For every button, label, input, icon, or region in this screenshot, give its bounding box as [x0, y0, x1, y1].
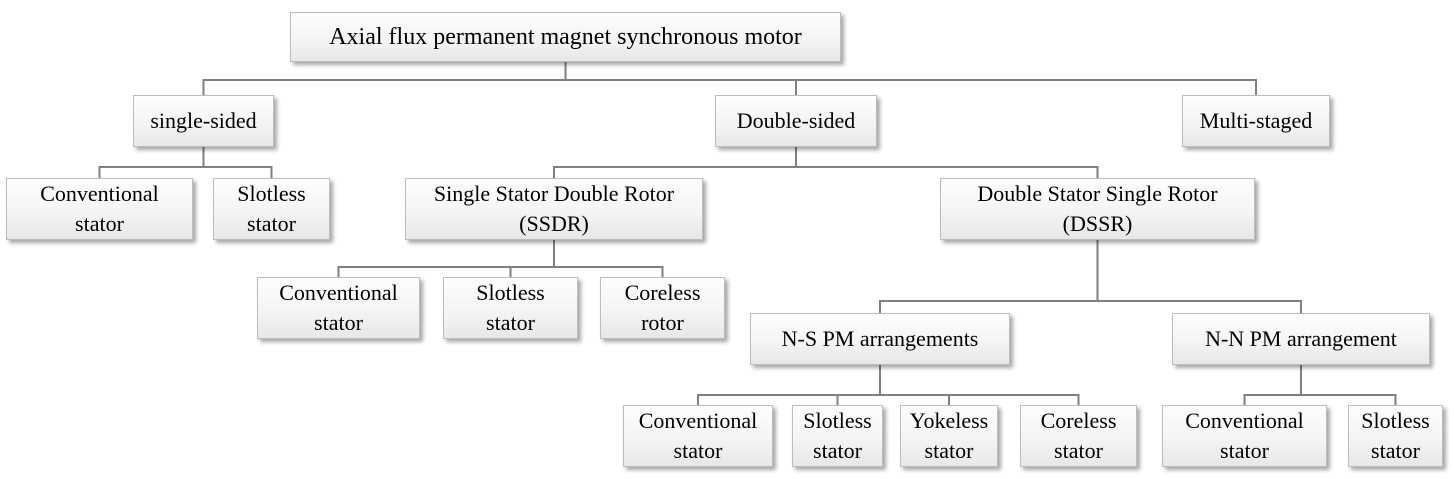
ns-slotless-stator-node: Slotless stator — [792, 405, 883, 467]
root-node: Axial flux permanent magnet synchronous … — [290, 12, 841, 62]
ssdr-slotless-stator-node: Slotless stator — [443, 277, 578, 339]
single-slotless-stator-node: Slotless stator — [213, 178, 330, 240]
ns-conventional-stator-node: Conventional stator — [623, 405, 773, 467]
connector-dssr-children — [879, 240, 1302, 313]
ns-yokeless-stator-node: Yokeless stator — [900, 405, 998, 467]
single-conventional-stator-node: Conventional stator — [6, 178, 193, 240]
single-sided-node: single-sided — [133, 95, 274, 147]
connector-double-sided-children — [553, 147, 1099, 178]
connector-single-sided-children — [98, 147, 273, 178]
ssdr-coreless-rotor-node: Coreless rotor — [600, 277, 725, 339]
multi-staged-node: Multi-staged — [1182, 95, 1330, 147]
ns-pm-arrangements-node: N-S PM arrangements — [750, 313, 1010, 365]
connector-nn-children — [1243, 365, 1397, 405]
connector-root-to-level1 — [202, 62, 1257, 95]
connector-ns-children — [697, 365, 1080, 405]
nn-pm-arrangement-node: N-N PM arrangement — [1172, 313, 1430, 365]
double-sided-node: Double-sided — [715, 95, 877, 147]
ns-coreless-stator-node: Coreless stator — [1020, 405, 1137, 467]
ssdr-conventional-stator-node: Conventional stator — [257, 277, 420, 339]
nn-slotless-stator-node: Slotless stator — [1348, 405, 1443, 467]
connector-ssdr-children — [337, 240, 664, 277]
dssr-node: Double Stator Single Rotor (DSSR) — [940, 178, 1255, 240]
nn-conventional-stator-node: Conventional stator — [1162, 405, 1327, 467]
ssdr-node: Single Stator Double Rotor (SSDR) — [405, 178, 703, 240]
